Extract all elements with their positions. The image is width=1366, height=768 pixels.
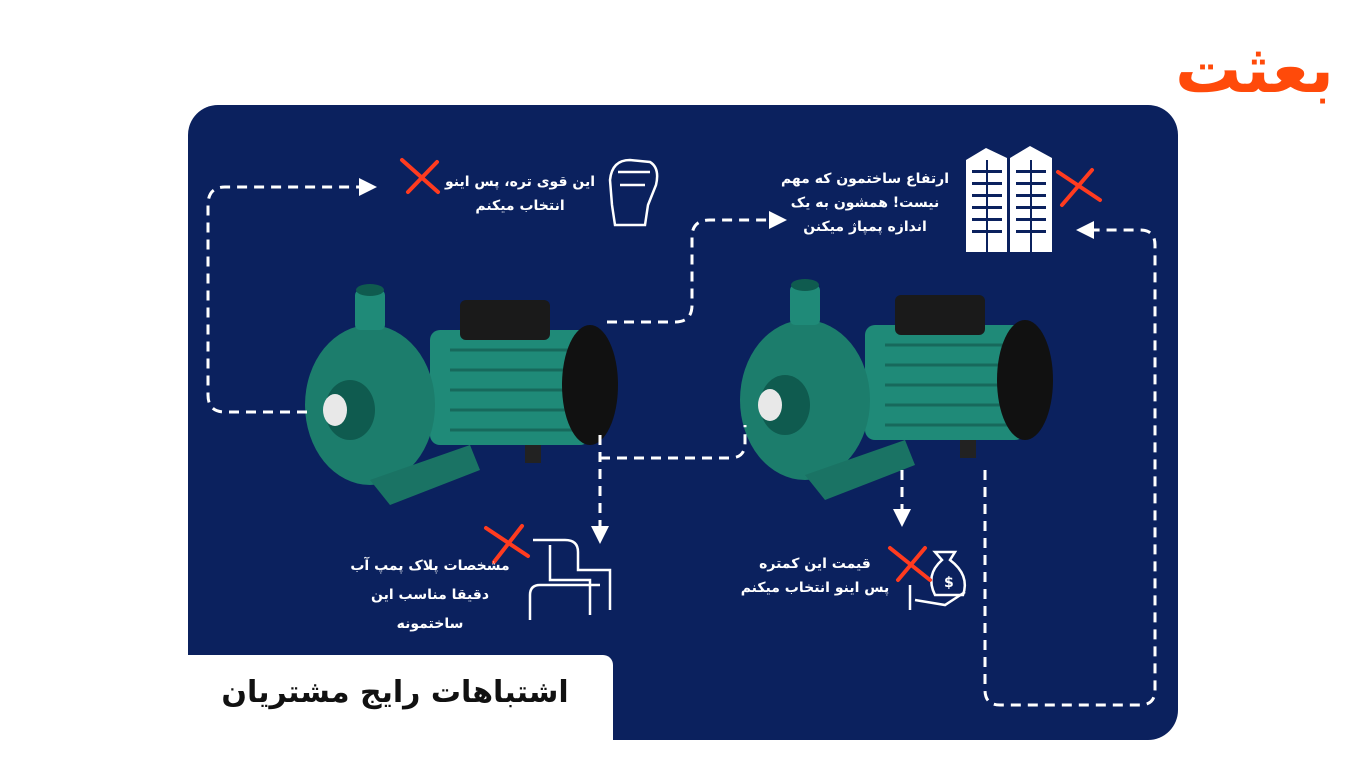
svg-text:$: $ <box>944 575 954 591</box>
text-line: مشخصات پلاک پمپ آب <box>350 558 510 574</box>
text-line: انتخاب میکنم <box>475 198 565 214</box>
mistake-price-text: قیمت این کمتره پس اینو انتخاب میکنم <box>725 552 905 600</box>
fist-icon <box>608 158 659 227</box>
brand-logo: بعثت <box>1175 31 1334 108</box>
text-line: قیمت این کمتره <box>759 556 871 572</box>
text-line: ساختمونه <box>396 616 464 632</box>
cross-icon <box>1056 168 1102 207</box>
title-box <box>188 655 613 740</box>
cross-marks <box>400 158 1102 582</box>
cross-icon <box>400 158 440 194</box>
text-line: دقیقا مناسب این <box>370 587 490 603</box>
text-line: نیست! همشون به یک <box>790 195 940 211</box>
mistake-nameplate-text: مشخصات پلاک پمپ آب دقیقا مناسب این ساختم… <box>340 552 520 639</box>
text-line: ارتفاع ساختمون که مهم <box>780 171 950 187</box>
buildings-icon <box>966 146 1052 252</box>
mistake-stronger-pump-text: این قوی تره، پس اینو انتخاب میکنم <box>440 170 600 218</box>
dashed-arrows <box>206 178 1157 707</box>
text-line: این قوی تره، پس اینو <box>444 174 596 190</box>
text-line: پس اینو انتخاب میکنم <box>740 580 890 596</box>
text-line: اندازه پمپاژ میکنن <box>803 219 927 235</box>
pipes-icon <box>528 538 612 620</box>
cross-icon <box>888 546 932 582</box>
pump-right-image <box>738 277 1055 502</box>
page-title: اشتباهات رایج مشتریان <box>221 675 569 710</box>
money-hand-icon: $ <box>908 550 967 610</box>
cross-icon <box>484 524 530 564</box>
pump-left-image <box>303 282 620 507</box>
mistake-building-height-text: ارتفاع ساختمون که مهم نیست! همشون به یک … <box>770 167 960 239</box>
